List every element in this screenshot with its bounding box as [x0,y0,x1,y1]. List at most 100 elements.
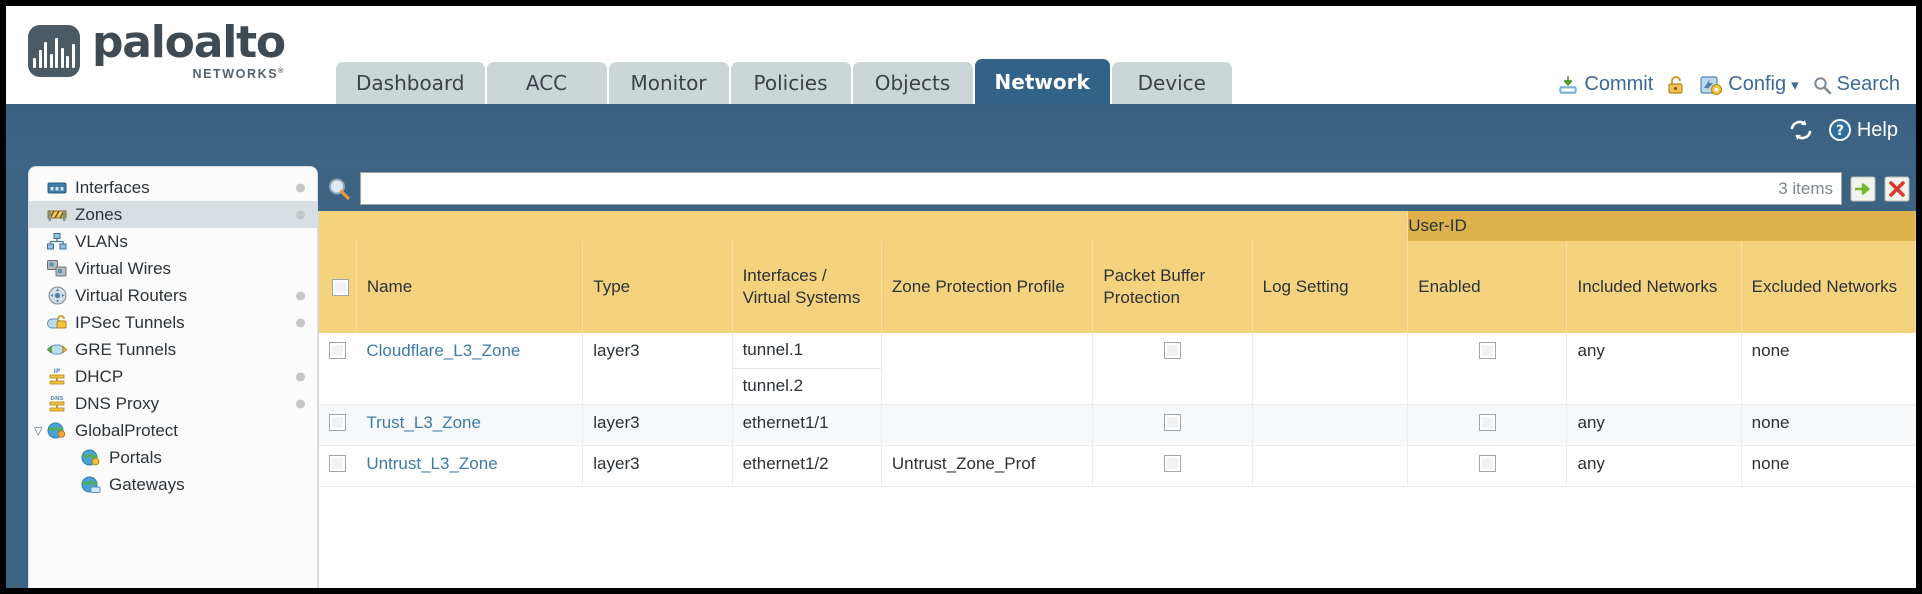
col-header-zone-protection-profile[interactable]: Zone Protection Profile [881,241,1094,333]
sidebar-status-dot [296,291,305,300]
sidebar-item-label: VLANs [75,231,128,251]
sidebar-item-label: Virtual Routers [75,285,188,305]
row-select-cell[interactable] [319,445,357,487]
cell-name[interactable]: Untrust_L3_Zone [356,445,584,487]
sidebar-item-gateways[interactable]: Gateways [29,471,317,498]
dhcp-icon: IP [47,368,67,386]
cell-name[interactable]: Trust_L3_Zone [356,404,584,446]
help-button[interactable]: ? Help [1828,118,1898,142]
tab-acc[interactable]: ACC [486,62,607,104]
sidebar-item-gre-tunnels[interactable]: GRE Tunnels [29,336,317,363]
sidebar-item-virtual-wires[interactable]: Virtual Wires [29,255,317,282]
sidebar-item-globalprotect[interactable]: ▽ GlobalProtect [29,417,317,444]
cell-type: layer3 [582,333,733,405]
apply-filter-icon[interactable] [1850,176,1876,202]
sidebar-status-dot [296,372,305,381]
sidebar-item-virtual-routers[interactable]: Virtual Routers [29,282,317,309]
lock-button[interactable] [1666,74,1686,96]
cell-name[interactable]: Cloudflare_L3_Zone [356,333,584,405]
zone-name-link[interactable]: Untrust_L3_Zone [366,454,498,473]
packet-buffer-protection-checkbox[interactable] [1164,414,1181,431]
cell-excluded-networks: none [1741,404,1916,446]
commit-button[interactable]: Commit [1557,73,1653,96]
search-field-wrap[interactable]: 3 items [360,172,1842,205]
clear-filter-icon[interactable] [1884,176,1910,202]
tab-policies[interactable]: Policies [730,62,851,104]
cell-packet-buffer-protection[interactable] [1092,404,1253,446]
sidebar-status-dot [296,399,305,408]
tab-objects[interactable]: Objects [852,62,973,104]
row-select-cell[interactable] [319,404,357,446]
refresh-icon[interactable] [1788,118,1814,142]
svg-text:DNS: DNS [50,396,63,402]
svg-text:IP: IP [54,368,61,375]
row-checkbox[interactable] [329,342,346,359]
cell-zone-protection-profile: Untrust_Zone_Prof [881,445,1094,487]
row-select-cell[interactable] [319,333,357,405]
cell-userid-enabled[interactable] [1407,404,1568,446]
tab-network[interactable]: Network [974,59,1110,104]
cell-userid-enabled[interactable] [1407,445,1568,487]
col-header-excluded-networks[interactable]: Excluded Networks [1741,241,1916,333]
userid-enabled-checkbox[interactable] [1478,342,1496,359]
chevron-down-icon: ▾ [1791,76,1799,94]
gre-tunnels-icon [47,341,67,359]
search-button[interactable]: Search [1812,73,1900,96]
userid-enabled-checkbox[interactable] [1478,455,1496,472]
table-row[interactable]: Trust_L3_Zone layer3 ethernet1/1 [319,404,1916,446]
table-row[interactable]: Cloudflare_L3_Zone layer3 tunnel.1 tunne… [319,333,1916,405]
sidebar-item-dhcp[interactable]: IP DHCP [29,363,317,390]
tab-device[interactable]: Device [1111,62,1232,104]
cell-type: layer3 [582,404,733,446]
sidebar-item-zones[interactable]: Zones [29,201,317,228]
search-icon[interactable] [326,176,352,202]
zones-icon [47,206,67,224]
portals-icon [81,449,101,467]
zone-name-link[interactable]: Trust_L3_Zone [366,413,481,432]
zones-table: User-ID Name Type Interfaces / Virtual S… [319,211,1916,487]
sidebar-item-label: GlobalProtect [75,420,178,440]
select-all-checkbox[interactable] [331,278,349,296]
cell-packet-buffer-protection[interactable] [1092,445,1253,487]
col-header-name[interactable]: Name [356,241,584,333]
config-icon [1699,74,1723,96]
sidebar-item-ipsec-tunnels[interactable]: IPSec Tunnels [29,309,317,336]
virtual-routers-icon [47,286,67,305]
sidebar-item-label: Virtual Wires [75,258,172,278]
sidebar-item-interfaces[interactable]: Interfaces [29,174,317,201]
col-header-interfaces[interactable]: Interfaces / Virtual Systems [732,241,882,333]
tab-dashboard[interactable]: Dashboard [336,62,485,104]
help-label: Help [1856,118,1898,141]
cell-packet-buffer-protection[interactable] [1092,333,1253,405]
cell-userid-enabled[interactable] [1407,333,1568,405]
col-header-type[interactable]: Type [582,241,733,333]
tab-monitor[interactable]: Monitor [608,62,729,104]
packet-buffer-protection-checkbox[interactable] [1164,342,1181,359]
table-row[interactable]: Untrust_L3_Zone layer3 ethernet1/2 Untru… [319,445,1916,487]
col-header-packet-buffer-protection[interactable]: Packet Buffer Protection [1092,241,1253,333]
sidebar-item-label: Gateways [109,474,185,494]
sidebar-item-label: Zones [75,204,123,224]
sidebar-status-dot [296,183,305,192]
userid-enabled-checkbox[interactable] [1478,414,1496,431]
paloalto-logo-icon [28,25,80,78]
zone-name-link[interactable]: Cloudflare_L3_Zone [366,341,521,360]
ipsec-tunnels-icon [47,314,67,332]
interface-entry: tunnel.1 [732,333,881,369]
cell-included-networks: any [1566,333,1742,405]
filter-bar: 3 items [318,166,1916,211]
search-icon [1812,75,1832,95]
row-checkbox[interactable] [329,455,346,472]
col-header-included-networks[interactable]: Included Networks [1566,241,1742,333]
packet-buffer-protection-checkbox[interactable] [1164,455,1181,472]
col-header-userid-enabled[interactable]: Enabled [1407,241,1568,333]
search-input[interactable] [369,179,1769,198]
sidebar-item-portals[interactable]: Portals [29,444,317,471]
sidebar-item-vlans[interactable]: VLANs [29,228,317,255]
col-header-log-setting[interactable]: Log Setting [1252,241,1409,333]
chevron-down-icon[interactable]: ▽ [34,425,43,437]
brand-tagline: NETWORKS® [192,66,285,81]
sidebar-item-dns-proxy[interactable]: DNS DNS Proxy [29,390,317,417]
config-menu[interactable]: Config ▾ [1699,73,1799,96]
row-checkbox[interactable] [329,414,346,431]
